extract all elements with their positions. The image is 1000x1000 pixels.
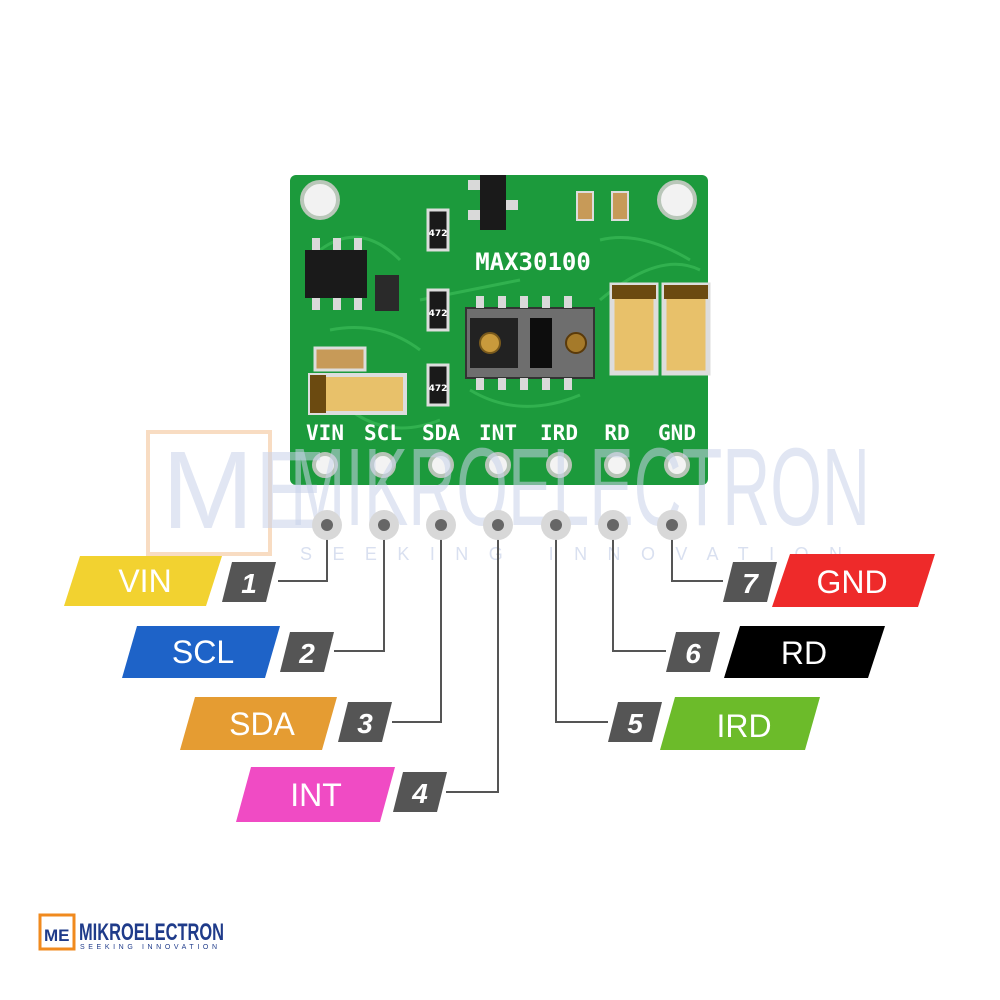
pin-dots bbox=[312, 510, 687, 540]
pin-name-tag bbox=[236, 767, 395, 822]
pin-name: SCL bbox=[172, 634, 234, 670]
board-pin-label-vin: VIN bbox=[306, 421, 344, 445]
pin-number-badge bbox=[608, 702, 662, 742]
smd-capacitor bbox=[313, 346, 367, 372]
pin-number-badge bbox=[222, 562, 276, 602]
mounting-hole bbox=[657, 180, 697, 220]
pin-tag-scl: SCL 2 bbox=[122, 626, 334, 678]
pin-number-badge bbox=[393, 772, 447, 812]
pin-number: 4 bbox=[411, 778, 428, 809]
max30100-sensor bbox=[465, 296, 595, 390]
logo-badge: ME bbox=[44, 926, 70, 945]
logo-text: MIKROELECTRON bbox=[79, 919, 224, 946]
logo-badge-frame bbox=[38, 913, 76, 951]
pin-tag-rd: 6 RD bbox=[666, 626, 885, 678]
pin-number-badge bbox=[280, 632, 334, 672]
pin-tag-int: INT 4 bbox=[236, 767, 447, 822]
pin-name: INT bbox=[290, 777, 342, 813]
pin-number: 3 bbox=[357, 708, 373, 739]
regulator-small bbox=[375, 275, 399, 311]
pin-tag-gnd: 7 GND bbox=[723, 554, 935, 607]
board-pin-label-sda: SDA bbox=[422, 421, 460, 445]
watermark-badge: ME bbox=[162, 429, 327, 552]
pin-number: 6 bbox=[685, 638, 701, 669]
pin-name-tag bbox=[180, 697, 337, 750]
voltage-regulator bbox=[305, 250, 367, 298]
smd-capacitor bbox=[611, 191, 629, 221]
logo-tagline: SEEKING INNOVATION bbox=[80, 944, 220, 951]
resistor-code: 472 bbox=[429, 384, 448, 394]
pin-number-badge bbox=[723, 562, 777, 602]
pin-name-tag bbox=[660, 697, 820, 750]
resistor-3: 472 bbox=[426, 363, 450, 407]
resistor-2: 472 bbox=[426, 288, 450, 332]
pin-name-tag bbox=[64, 556, 222, 606]
mounting-hole bbox=[300, 180, 340, 220]
board-pin-label-scl: SCL bbox=[364, 421, 402, 445]
pin-number-badge bbox=[338, 702, 392, 742]
pin-tag-sda: SDA 3 bbox=[180, 697, 392, 750]
pin-number: 7 bbox=[742, 568, 759, 599]
board-pin-label-gnd: GND bbox=[658, 421, 696, 445]
transistor bbox=[480, 175, 506, 230]
brand-logo: ME MIKROELECTRON SEEKING INNOVATION bbox=[38, 913, 224, 951]
board-pin-holes bbox=[312, 452, 690, 478]
pin-number: 5 bbox=[627, 708, 643, 739]
resistor-code: 472 bbox=[429, 309, 448, 319]
board-pin-label-ird: IRD bbox=[540, 421, 578, 445]
smd-capacitor bbox=[576, 191, 594, 221]
pin-number-badge bbox=[666, 632, 720, 672]
watermark-badge-frame bbox=[146, 430, 272, 556]
pin-tag-vin: VIN 1 bbox=[64, 556, 276, 606]
max30100-board: 472 472 472 MAX30100 bbox=[290, 175, 711, 485]
pin-name: VIN bbox=[118, 563, 171, 599]
pin-name: GND bbox=[816, 564, 887, 600]
pin-tag-ird: 5 IRD bbox=[608, 697, 820, 750]
pin-name: IRD bbox=[716, 708, 771, 744]
chip-name: MAX30100 bbox=[475, 248, 591, 276]
resistor-code: 472 bbox=[429, 229, 448, 239]
pin-name-tag bbox=[772, 554, 935, 607]
pin-name: SDA bbox=[229, 706, 295, 742]
connector-wires bbox=[278, 525, 723, 793]
pin-number: 2 bbox=[298, 638, 315, 669]
pcb-traces bbox=[319, 235, 701, 430]
pin-name-tag bbox=[122, 626, 280, 678]
watermark: ME MIKROELECTRON SEEKING INNOVATION bbox=[146, 426, 870, 564]
watermark-tagline: SEEKING INNOVATION bbox=[300, 544, 860, 564]
pin-number: 1 bbox=[241, 568, 257, 599]
resistor-1: 472 bbox=[426, 208, 450, 252]
pin-name: RD bbox=[781, 635, 827, 671]
pin-name-tag bbox=[724, 626, 885, 678]
board-pin-label-int: INT bbox=[479, 421, 517, 445]
board-pin-label-rd: RD bbox=[604, 421, 629, 445]
